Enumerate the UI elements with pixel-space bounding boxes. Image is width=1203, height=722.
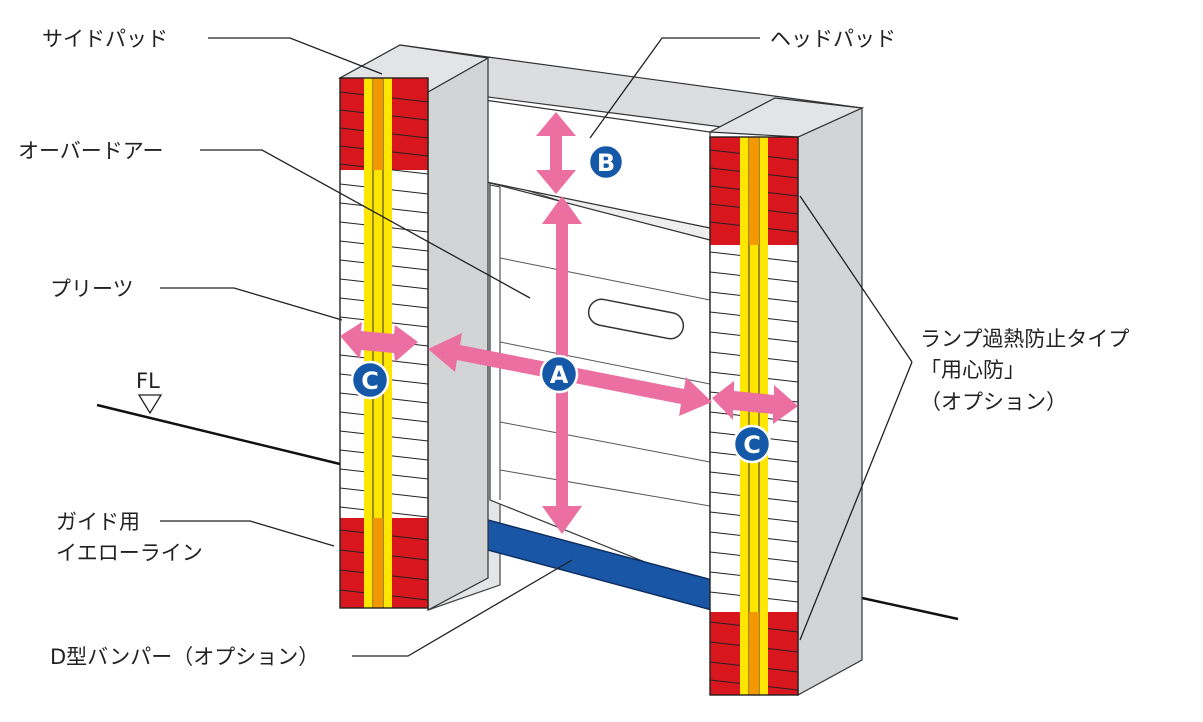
label-lamp-1: ランプ過熱防止タイプ: [920, 327, 1129, 351]
svg-text:B: B: [597, 149, 615, 177]
left-side-pad: [338, 44, 490, 611]
label-pleats: プリーツ: [50, 277, 134, 301]
floor-level-marker: [137, 394, 163, 415]
badge-b: B: [587, 143, 625, 181]
label-overhead-door: オーバードアー: [18, 139, 164, 163]
label-head-pad: ヘッドパッド: [770, 27, 896, 51]
leader-lines: [160, 37, 913, 657]
svg-text:A: A: [550, 361, 569, 389]
badge-c-right: C: [732, 424, 772, 464]
label-bumper: D型バンパー（オプション）: [50, 645, 319, 669]
svg-text:C: C: [361, 367, 379, 395]
badge-a: A: [539, 354, 579, 394]
badge-c-left: C: [350, 360, 390, 400]
label-floor-level: FL: [136, 369, 160, 393]
arrow-b: [536, 112, 576, 194]
label-guide-line-2: イエローライン: [56, 541, 203, 565]
right-side-pad: [707, 97, 865, 697]
door-window: [587, 298, 685, 340]
label-side-pad: サイドパッド: [42, 27, 168, 51]
label-lamp-3: （オプション）: [920, 390, 1067, 414]
label-guide-line-1: ガイド用: [56, 510, 140, 534]
floor-line: [96, 403, 959, 621]
label-lamp-2: 「用心防」: [920, 358, 1025, 382]
svg-text:C: C: [743, 431, 761, 459]
arrow-c-left: [340, 322, 418, 362]
arrow-c-right: [712, 381, 798, 424]
